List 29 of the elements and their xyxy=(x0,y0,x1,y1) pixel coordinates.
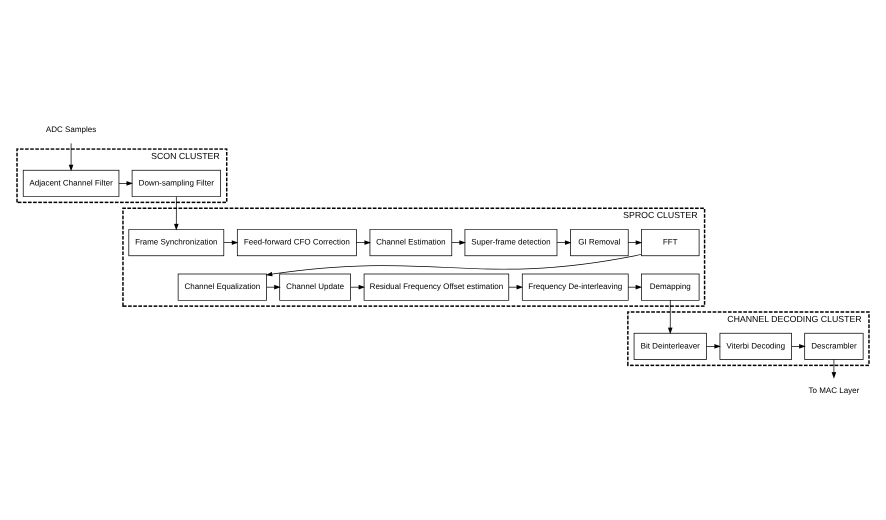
node-text: ADC Samples xyxy=(46,124,96,134)
arrow xyxy=(556,240,572,244)
node-box: Channel Equalization xyxy=(178,273,267,300)
node-box: Demapping xyxy=(641,273,700,300)
node-box: Channel Update xyxy=(279,273,351,300)
node-box: Feed-forward CFO Correction xyxy=(236,228,357,256)
arrow xyxy=(356,240,371,244)
node-box: GI Removal xyxy=(570,228,629,256)
node-box: Super-frame detection xyxy=(464,228,558,256)
node-box: FFT xyxy=(641,228,700,256)
node-box: Bit Deinterleaver xyxy=(634,332,707,360)
node-box: Descrambler xyxy=(804,332,864,360)
node-box: Viterbi Decoding xyxy=(720,332,792,360)
arrow xyxy=(174,196,179,230)
arrow xyxy=(266,253,642,276)
node-text: To MAC Layer xyxy=(808,385,860,394)
node-box: Adjacent Channel Filter xyxy=(22,169,120,196)
arrow xyxy=(224,240,238,244)
arrow xyxy=(68,142,74,171)
node-box: Frame Synchronization xyxy=(128,228,224,256)
arrow xyxy=(118,180,134,186)
arrow xyxy=(452,240,466,244)
node-box: Residual Frequency Offset estimation xyxy=(364,273,510,300)
arrow xyxy=(832,358,836,378)
node-box: Frequency De-interleaving xyxy=(522,273,629,300)
arrow xyxy=(668,300,673,334)
arrow xyxy=(628,240,642,244)
node-box: Channel Estimation xyxy=(370,228,452,256)
node-box: Down-sampling Filter xyxy=(132,169,221,196)
